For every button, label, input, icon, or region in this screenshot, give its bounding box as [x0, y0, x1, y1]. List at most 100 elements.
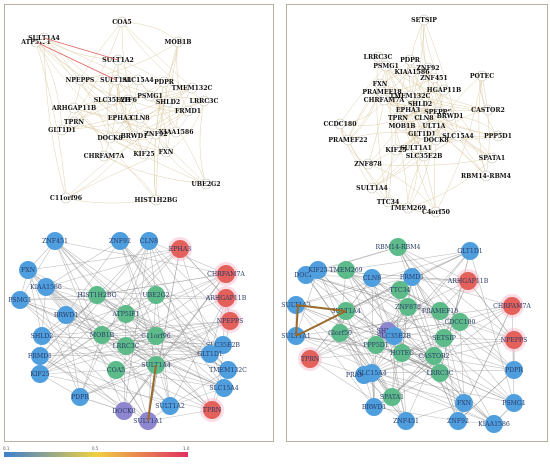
panel-a-top-edge	[35, 41, 135, 137]
panel-b-top-node	[396, 120, 408, 132]
panel-a-top-node-label: KIF25	[133, 151, 154, 158]
panel-b-bottom-node-label: HOTEC	[390, 350, 414, 357]
panel-a-bottom-edge	[41, 335, 213, 411]
panel-a-top-node-label: CLN8	[130, 115, 149, 122]
panel-b-bottom-edge	[345, 269, 409, 308]
panel-b-top-edge	[385, 65, 393, 203]
panel-b-bottom-node-label: PRAMEF18	[422, 308, 458, 315]
panel-b-bottom-node	[449, 412, 467, 430]
panel-b-top-node	[404, 54, 416, 66]
panel-b-top-edge	[401, 19, 425, 127]
panel-b-bottom-edge	[411, 276, 513, 307]
strong-edge	[295, 310, 347, 337]
panel-a-bottom-edge	[119, 240, 157, 296]
panel-a-bottom-edge	[19, 299, 149, 422]
panel-a-top-edge	[121, 21, 193, 89]
panel-b-bottom-node	[397, 412, 415, 430]
panel-a-bottom-edge	[96, 273, 227, 296]
panel-b-top-node	[366, 182, 378, 194]
panel-b-bottom-node-label: ZNF92	[447, 418, 469, 425]
panel-b-top-edge	[367, 163, 437, 213]
panel-b-top-node-label: PDPR	[400, 57, 421, 64]
panel-a-bottom-node	[214, 336, 232, 354]
panel-b-bottom-node	[385, 327, 403, 345]
panel-b-top-edge	[383, 99, 487, 177]
panel-b-bottom-edge	[363, 374, 495, 425]
panel-b-top-node-label: FXN	[373, 81, 388, 88]
panel-b-bottom-node	[363, 269, 381, 287]
panel-b-bottom-edge	[317, 269, 365, 376]
panel-b-top-node	[380, 60, 392, 72]
panel-a-top-node	[122, 94, 134, 106]
panel-b-bottom-edge	[411, 276, 515, 404]
panel-a-bottom-node	[219, 361, 237, 379]
panel-b-bottom-node	[503, 297, 521, 315]
panel-b-top-edge	[423, 19, 459, 137]
panel-b-bottom-node-label: CASTOR2	[418, 353, 449, 360]
panel-a-bottom-edge	[39, 320, 231, 357]
panel-a-top-node	[68, 116, 80, 128]
panel-a-bottom-node-label: ZNF451	[42, 238, 68, 245]
panel-b-bottom-node	[505, 361, 523, 379]
panel-a-bottom-edge	[65, 314, 157, 366]
panel-b-bottom-edge	[405, 402, 465, 422]
panel-a-bottom-node	[215, 379, 233, 397]
panel-a-top-edge	[35, 41, 113, 101]
panel-b-top-node	[378, 94, 390, 106]
panel-a-top-edge	[199, 100, 207, 185]
panel-a-top-edge	[103, 155, 207, 185]
panel-b-top-node-label: POTEC	[470, 73, 494, 80]
panel-b-bottom-node-label: NPEPPS	[501, 337, 528, 344]
panel-a-bottom-node	[147, 286, 165, 304]
panel-a-bottom-node-label: ZNF92	[109, 238, 131, 245]
panel-b-bottom-node	[399, 298, 417, 316]
panel-a-bottom-node	[115, 402, 133, 420]
panel-b-top-node	[404, 90, 416, 102]
panel-a-bottom-node-label: ARHGAP11B	[205, 295, 247, 302]
panel-a-bottom-edge	[119, 240, 171, 407]
panel-b-top-edge	[371, 115, 451, 189]
panel-a-top-edge	[73, 107, 177, 133]
panel-a-top-node	[60, 192, 72, 204]
panel-a-top-node	[186, 82, 198, 94]
panel-a-bottom-edge	[101, 320, 231, 336]
panel-b-bottom-edge	[443, 337, 515, 341]
panel-b-bottom-edge	[373, 372, 441, 408]
panel-a-top-edge	[165, 100, 205, 153]
panel-b-top-edge	[376, 56, 389, 203]
panel-b-bottom-edge	[371, 250, 471, 374]
panel-b-bottom-edge	[397, 246, 435, 357]
panel-b-top-node-label: BRWD1	[437, 113, 464, 120]
panel-a-bottom-edge	[79, 334, 103, 398]
panel-b-bottom-edge	[399, 289, 461, 323]
panel-b-bottom-node-label: SETSIP	[432, 335, 456, 342]
panel-a-bottom-edge	[125, 240, 150, 315]
panel-a-bottom-node-label: CLN8	[140, 238, 158, 245]
panel-b-bottom-node	[403, 268, 421, 286]
panel-b-bottom-edge	[387, 330, 407, 422]
panel-a-top-edge	[43, 37, 119, 61]
panel-b-bottom-edge	[397, 246, 445, 339]
panel-a-bottom-node	[217, 289, 235, 307]
panel-b-top-node-label: HGAP11B	[427, 87, 461, 94]
panel-a-bottom-node	[221, 312, 239, 330]
panel-b-bottom-node	[435, 329, 453, 347]
panel-b-bottom-node	[425, 347, 443, 365]
panel-a-bottom-edge	[19, 240, 56, 301]
panel-b-top-node-label: SULT1A4	[356, 185, 388, 192]
panel-a-bottom-edge	[148, 240, 227, 275]
panel-b-bottom-node	[455, 394, 473, 412]
panel-a-bottom-node-label: LRRC3C	[113, 343, 140, 350]
panel-a-top-edge	[43, 37, 139, 81]
panel-b-bottom-edge	[309, 289, 401, 360]
panel-a-bottom-node-label: COA5	[107, 367, 125, 374]
panel-a-bottom-node-label: HIST1H2BG	[77, 292, 116, 299]
panel-a-top-node	[162, 96, 174, 108]
panel-a-top-node-label: ZNF92	[144, 131, 167, 138]
panel-b-top-edge	[339, 123, 389, 203]
panel-a-top-node-label: SULT1A2	[102, 57, 134, 64]
panel-a-top-edge	[139, 117, 207, 185]
panel-b-top-node-label: SHLD2	[408, 101, 432, 108]
panel-b-top-node	[414, 98, 426, 110]
